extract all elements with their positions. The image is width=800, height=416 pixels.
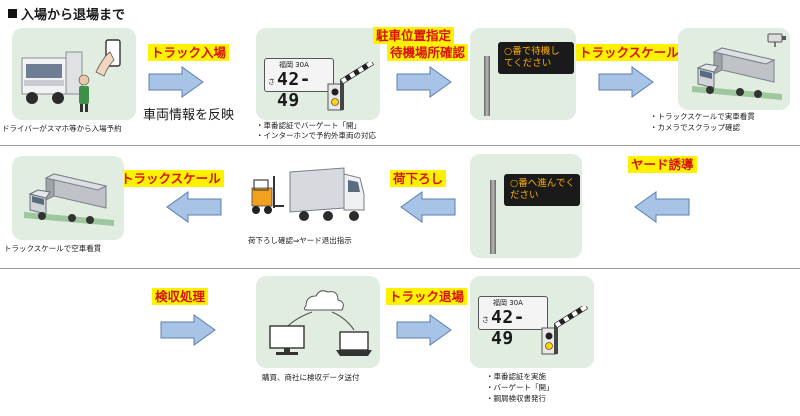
panel-scale-empty <box>12 156 124 240</box>
computer-icon <box>269 325 305 355</box>
exit-note-2: ・バーゲート「開」 <box>486 383 554 392</box>
caption-unloading: 荷下ろし確認⇒ヤード退出指示 <box>248 236 352 245</box>
data-transfer-illustration <box>269 290 372 356</box>
forklift-icon <box>251 176 284 214</box>
caption-scale-empty: トラックスケールで空車看貫 <box>4 244 102 253</box>
caption-vehicle-info: 車両情報を反映 <box>143 108 235 123</box>
laptop-icon <box>336 331 372 356</box>
right-arrow-icon <box>396 66 452 98</box>
truck-icon <box>21 39 121 112</box>
led-sign-icon: ○番で待機し てください <box>498 42 574 74</box>
camera-icon <box>767 33 786 47</box>
label-unloading: 荷下ろし <box>390 170 447 187</box>
caption-driver-reservation: ドライバーがスマホ等から入場予約 <box>2 124 122 133</box>
label-yard-guidance: ヤード誘導 <box>628 156 697 173</box>
section-divider <box>0 268 800 269</box>
label-parking-line1: 駐車位置指定 <box>373 27 455 44</box>
sign-pole <box>484 56 490 116</box>
right-arrow-icon <box>160 314 216 346</box>
license-plate-icon: 福岡 30A さ 42-49 <box>478 296 548 349</box>
panel-inspection-data <box>256 276 380 368</box>
label-truck-entry: トラック入場 <box>148 44 230 61</box>
license-plate-icon: 福岡 30A さ 42-49 <box>264 58 334 111</box>
panel-entry-gate: 福岡 30A さ 42-49 <box>256 28 380 120</box>
caption-inspection: 購買、商社に検収データ送付 <box>262 373 360 382</box>
driver-icon <box>78 74 90 112</box>
label-parking-line2: 待機場所確認 <box>387 44 469 61</box>
gate-note-1: ・車番認証でバーゲート「開」 <box>256 121 361 130</box>
truck-icon <box>24 168 114 228</box>
right-arrow-icon <box>598 66 654 98</box>
label-truck-exit: トラック退場 <box>386 288 468 305</box>
left-arrow-icon <box>166 191 222 223</box>
left-arrow-icon <box>634 191 690 223</box>
bar-gate-icon <box>532 306 592 356</box>
section-divider <box>0 145 800 146</box>
smartphone-icon <box>95 39 121 77</box>
unloading-illustration <box>251 167 365 221</box>
page-title: 入場から退場まで <box>8 4 125 23</box>
exit-note-1: ・車番認証を実施 <box>486 372 546 381</box>
truck-icon <box>692 42 782 102</box>
label-truck-scale-empty: トラックスケール <box>118 170 224 187</box>
bar-gate-icon <box>318 62 378 112</box>
label-inspection: 検収処理 <box>152 288 209 305</box>
panel-guidance-sign: ○番へ進んでく ださい <box>470 154 582 258</box>
scale-note-2: ・カメラでスクラップ確認 <box>650 123 740 132</box>
left-arrow-icon <box>400 191 456 223</box>
panel-exit-gate: 福岡 30A さ 42-49 <box>470 276 594 368</box>
panel-waiting-sign: ○番で待機し てください <box>470 28 576 120</box>
right-arrow-icon <box>396 314 452 346</box>
led-sign-icon: ○番へ進んでく ださい <box>504 174 580 206</box>
cloud-icon <box>303 290 344 311</box>
gate-note-2: ・インターホンで予約外車両の対応 <box>256 131 376 140</box>
panel-driver-reservation <box>12 28 136 120</box>
right-arrow-icon <box>148 66 204 98</box>
panel-scale-loaded <box>678 28 790 110</box>
scale-note-1: ・トラックスケールで実車看貫 <box>650 112 755 121</box>
sign-pole <box>490 180 496 254</box>
exit-note-3: ・鋼屑検収書発行 <box>486 394 546 403</box>
label-truck-scale: トラックスケール <box>576 44 682 61</box>
